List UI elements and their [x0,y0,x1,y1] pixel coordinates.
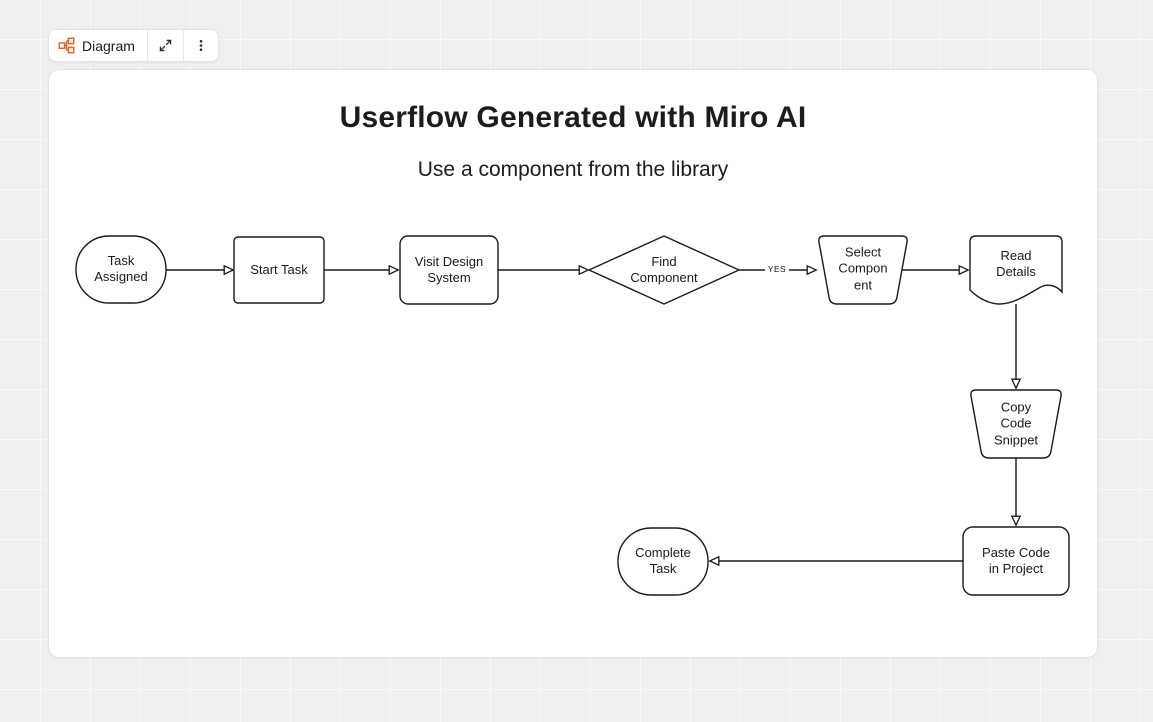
node-copy-code-snippet[interactable] [970,389,1062,459]
expand-icon [158,38,173,53]
toolbar-divider [146,30,148,61]
node-select-component[interactable] [818,235,908,305]
node-visit-design-system[interactable] [399,235,499,305]
widget-toolbar: Diagram [48,29,219,62]
diagram-title: Userflow Generated with Miro AI [339,101,807,134]
expand-button[interactable] [148,30,183,61]
more-options-button[interactable] [184,30,218,61]
node-paste-code-in-project[interactable] [962,526,1070,596]
node-complete-task[interactable] [617,527,709,596]
diagram-icon [58,37,75,54]
toolbar-divider [182,30,184,61]
diagram-widget-button[interactable]: Diagram [49,30,147,61]
node-task-assigned[interactable] [75,235,167,304]
kebab-menu-icon [194,38,208,53]
node-read-details[interactable] [969,235,1063,305]
node-find-component[interactable] [588,235,740,305]
widget-label: Diagram [82,37,135,54]
node-start-task[interactable] [233,236,325,304]
diagram-card[interactable] [49,70,1097,657]
diagram-subtitle: Use a component from the library [417,158,729,181]
